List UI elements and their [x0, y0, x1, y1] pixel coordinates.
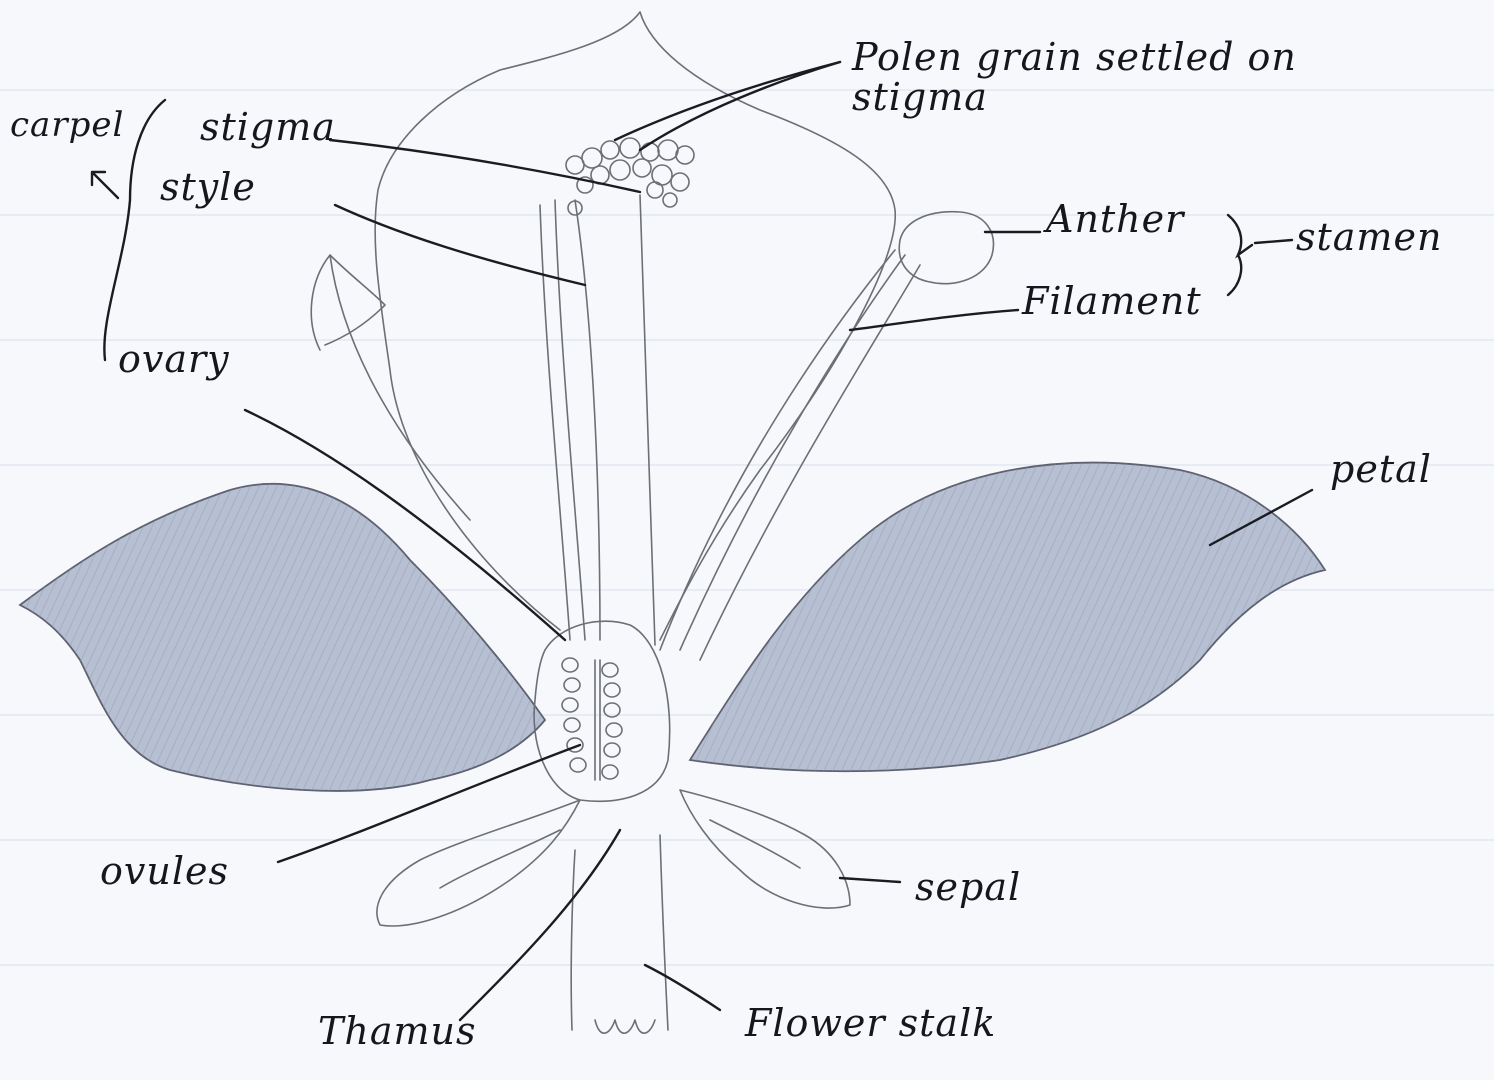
label-style: style: [160, 168, 256, 206]
style-column: [575, 195, 655, 645]
label-ovary: ovary: [118, 340, 230, 378]
side-petal: [311, 255, 470, 520]
label-sepal: sepal: [915, 868, 1021, 906]
sepal-right: [680, 790, 850, 908]
label-carpel: carpel: [10, 108, 124, 142]
label-stigma: stigma: [200, 108, 336, 146]
stigma-pollen: [566, 138, 694, 215]
label-flower-stalk: Flower stalk: [745, 1004, 996, 1042]
label-filament: Filament: [1022, 282, 1202, 320]
label-thalamus: Thamus: [318, 1012, 476, 1050]
label-pollen: Polen grain settled on stigma: [852, 38, 1322, 118]
label-petal: petal: [1330, 450, 1432, 488]
label-ovules: ovules: [100, 852, 229, 890]
label-anther: Anther: [1046, 200, 1184, 238]
flower-stalk: [571, 835, 668, 1033]
sepal-left: [377, 800, 580, 926]
anther: [899, 212, 993, 284]
ovules: [562, 658, 622, 780]
label-stamen: stamen: [1296, 218, 1442, 256]
